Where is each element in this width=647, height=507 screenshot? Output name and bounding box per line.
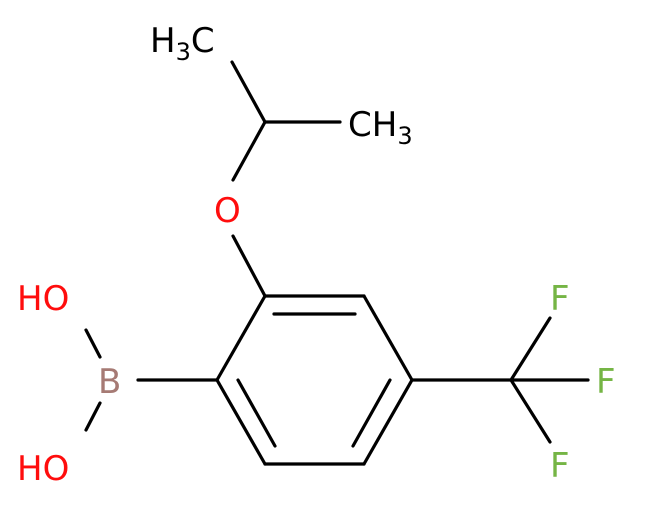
bonds (84, 60, 590, 466)
atom-h3c-h: H (150, 21, 176, 61)
bond-ring-c6-c1 (215, 378, 267, 466)
bond-ring-c4-c5 (362, 378, 414, 466)
bond-b-oh-bottom (84, 401, 102, 432)
atom-oxygen: O (214, 191, 241, 231)
bond-b-oh-top (84, 328, 102, 359)
atom-f-top: F (550, 279, 570, 319)
bond-c-f-bottom (509, 378, 552, 444)
atom-oh-bottom: HO (17, 449, 69, 489)
atom-oh-top: HO (17, 279, 69, 319)
bond-ring-c4-c5-double (351, 378, 392, 448)
bond-o-ring (231, 234, 267, 298)
atom-boron: B (98, 362, 121, 402)
atom-h3c-subscript: 3 (176, 38, 191, 66)
atom-ch3-subscript: 3 (397, 122, 412, 150)
atom-f-mid: F (596, 362, 616, 402)
atom-h3c: H3C (150, 21, 215, 66)
bond-ch-h3c (230, 60, 267, 124)
bond-ring-c1-c2 (215, 294, 267, 382)
bond-ch-o (231, 120, 267, 182)
atom-h3c-c: C (191, 21, 215, 61)
atom-ch3: CH3 (348, 105, 413, 150)
atom-f-bottom: F (550, 446, 570, 486)
atom-ch3-ch: CH (348, 105, 397, 145)
bond-ring-c3-c4 (362, 294, 414, 382)
atom-labels: H3C CH3 O B HO HO F F F (17, 21, 616, 489)
bond-ring-c6-c1-double (236, 378, 277, 448)
bond-c-f-top (509, 316, 552, 382)
